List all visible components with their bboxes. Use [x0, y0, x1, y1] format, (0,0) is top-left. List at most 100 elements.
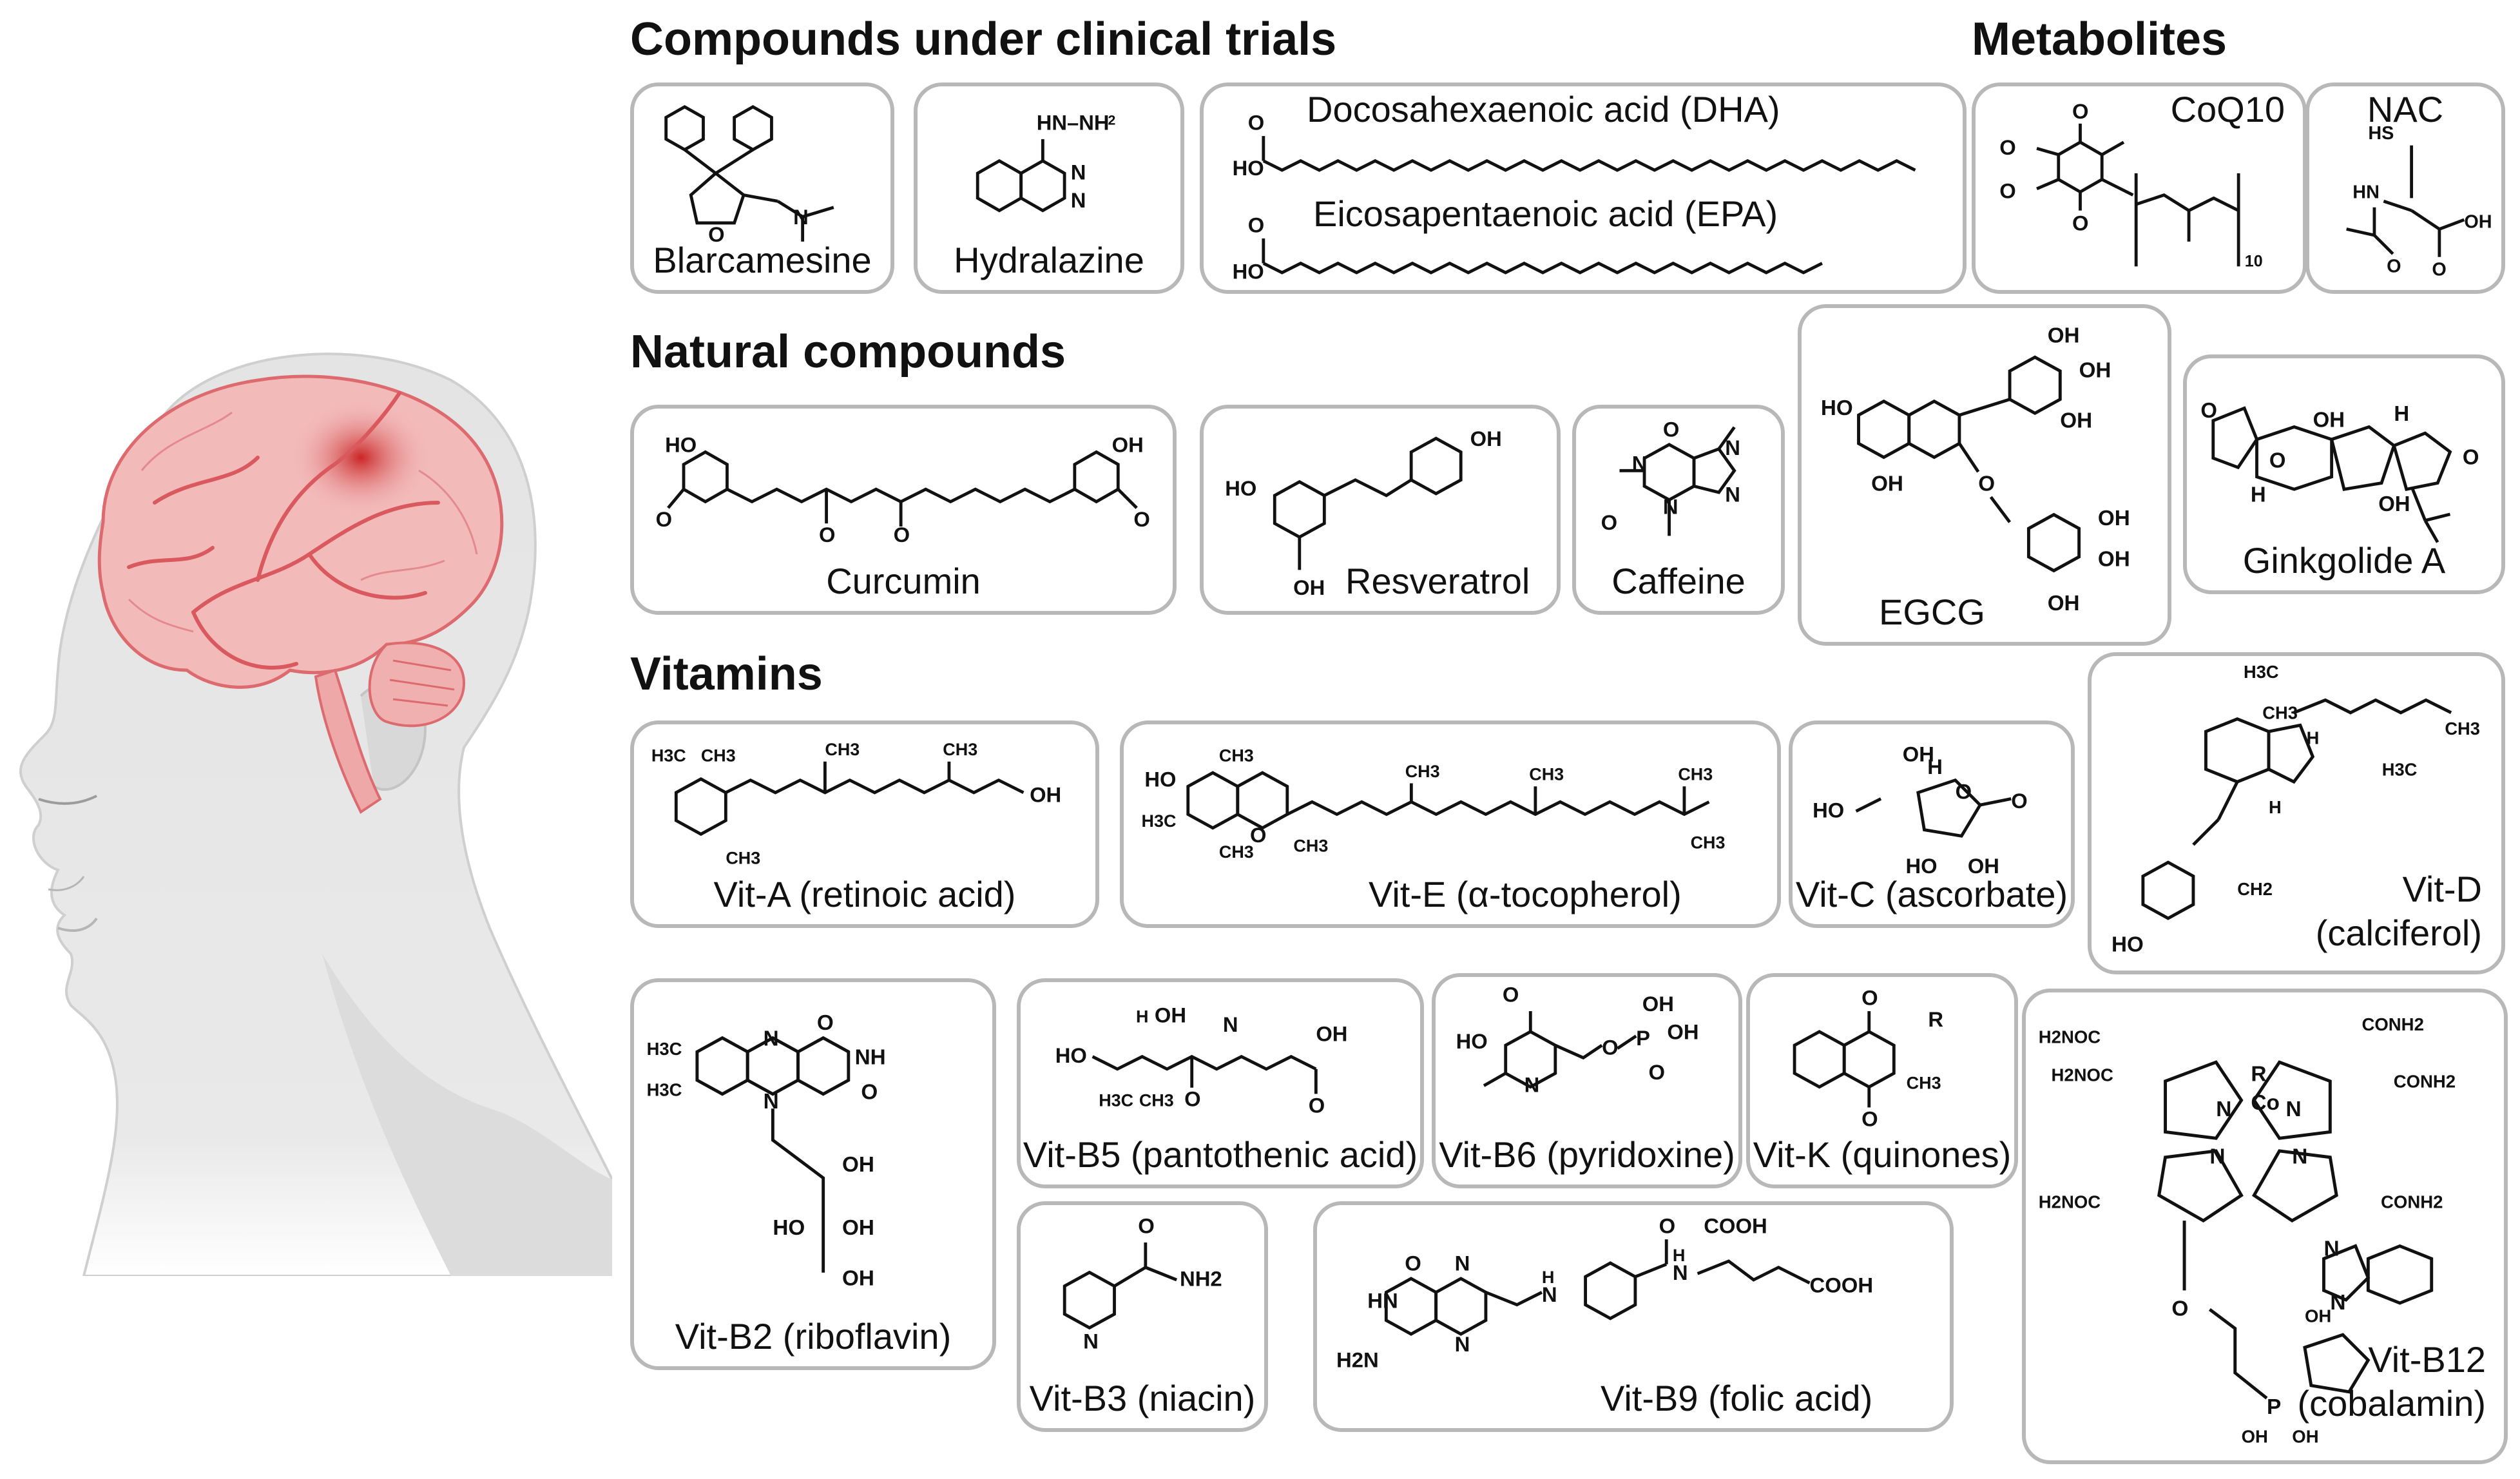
- svg-text:HO: HO: [1233, 156, 1264, 180]
- svg-text:N: N: [1071, 188, 1086, 212]
- svg-text:OH: OH: [2060, 409, 2092, 433]
- svg-text:OH: OH: [2098, 548, 2130, 572]
- compound-name: Vit-B3 (niacin): [1029, 1377, 1256, 1418]
- svg-text:O: O: [1999, 135, 2015, 159]
- svg-text:O: O: [1405, 1251, 1421, 1275]
- svg-text:H2NOC: H2NOC: [2039, 1192, 2101, 1212]
- svg-text:OH: OH: [1871, 472, 1903, 496]
- svg-text:OH: OH: [2098, 507, 2130, 530]
- svg-text:O: O: [1133, 507, 1149, 531]
- svg-text:H: H: [1673, 1246, 1686, 1265]
- svg-text:H2N: H2N: [1336, 1348, 1379, 1371]
- compound-name: Caffeine: [1611, 560, 1746, 601]
- svg-text:OH: OH: [1667, 1020, 1698, 1043]
- svg-text:OH: OH: [842, 1153, 874, 1177]
- svg-text:N: N: [1525, 1072, 1540, 1096]
- svg-text:OH: OH: [1642, 992, 1674, 1016]
- svg-text:H2NOC: H2NOC: [2051, 1065, 2113, 1085]
- svg-text:CH3: CH3: [1691, 833, 1726, 853]
- svg-text:N: N: [1071, 160, 1086, 184]
- svg-text:H: H: [1542, 1268, 1555, 1287]
- svg-text:HO: HO: [1225, 476, 1256, 500]
- svg-text:O: O: [1248, 213, 1264, 237]
- svg-text:H2NOC: H2NOC: [2039, 1027, 2101, 1047]
- svg-text:HO: HO: [773, 1216, 805, 1240]
- svg-text:P: P: [1636, 1026, 1650, 1050]
- svg-text:N: N: [764, 1090, 779, 1114]
- svg-text:OH: OH: [1470, 427, 1502, 450]
- svg-text:HO: HO: [1906, 854, 1938, 878]
- svg-text:P: P: [2267, 1395, 2281, 1419]
- compound-name: Vit-B9 (folic acid): [1601, 1377, 1873, 1418]
- svg-text:O: O: [2072, 99, 2088, 123]
- svg-text:HO: HO: [1456, 1029, 1488, 1053]
- svg-text:H3C: H3C: [2244, 662, 2279, 682]
- svg-text:HS: HS: [2368, 123, 2394, 144]
- svg-text:O: O: [1861, 1107, 1878, 1130]
- svg-text:HO: HO: [665, 432, 697, 456]
- svg-text:H: H: [2394, 401, 2409, 425]
- svg-text:H: H: [2251, 483, 2266, 507]
- svg-text:O: O: [1250, 823, 1266, 847]
- compound-card-nac: HS HN OH O O NAC: [2305, 82, 2505, 294]
- svg-text:O: O: [861, 1081, 878, 1105]
- resveratrol-structure: HO OH OH: [1225, 427, 1502, 599]
- svg-text:OH: OH: [1030, 782, 1061, 806]
- svg-text:CH2: CH2: [2237, 879, 2273, 899]
- svg-text:N: N: [1083, 1329, 1099, 1353]
- svg-text:O: O: [2011, 789, 2027, 813]
- svg-text:O: O: [1861, 985, 1878, 1009]
- compound-name: Vit-B2 (riboflavin): [675, 1315, 952, 1357]
- compound-name: EGCG: [1879, 591, 1985, 632]
- svg-text:CH3: CH3: [1139, 1091, 1174, 1110]
- svg-text:O: O: [1663, 417, 1679, 441]
- svg-text:HO: HO: [1821, 396, 1853, 420]
- svg-text:H3C: H3C: [647, 1039, 682, 1059]
- svg-text:OH: OH: [2242, 1426, 2268, 1446]
- compound-name: Vit-C (ascorbate): [1795, 873, 2068, 914]
- svg-text:O: O: [2200, 398, 2217, 422]
- svg-text:CH3: CH3: [2445, 719, 2480, 739]
- svg-text:R: R: [1928, 1007, 1943, 1031]
- svg-text:O: O: [2387, 256, 2401, 277]
- svg-text:O: O: [1956, 780, 1972, 804]
- svg-text:N: N: [2285, 1097, 2301, 1121]
- compound-name-epa: Eicosapentaenoic acid (EPA): [1313, 193, 1778, 234]
- svg-text:O: O: [2463, 445, 2479, 469]
- compound-name: Hydralazine: [954, 239, 1144, 280]
- svg-text:COOH: COOH: [1810, 1273, 1874, 1297]
- human-head-brain-illustration: [19, 353, 612, 1276]
- svg-text:N: N: [2209, 1145, 2225, 1169]
- svg-text:OH: OH: [1293, 575, 1325, 599]
- svg-text:OH: OH: [1112, 432, 1144, 456]
- svg-text:CONH2: CONH2: [2381, 1192, 2443, 1212]
- compound-name-dha: Docosahexaenoic acid (DHA): [1307, 89, 1780, 130]
- svg-text:COOH: COOH: [1704, 1213, 1767, 1237]
- svg-text:HO: HO: [1055, 1043, 1087, 1067]
- svg-text:O: O: [1503, 983, 1519, 1007]
- svg-text:HN–NH: HN–NH: [1037, 110, 1110, 134]
- svg-text:CH3: CH3: [1907, 1074, 1941, 1093]
- svg-text:H: H: [2269, 797, 2282, 817]
- compound-name: Vit-A (retinoic acid): [713, 873, 1016, 914]
- svg-text:H3C: H3C: [1099, 1091, 1133, 1110]
- svg-text:O: O: [1648, 1060, 1665, 1084]
- svg-text:O: O: [1138, 1213, 1155, 1237]
- svg-text:OH: OH: [842, 1266, 874, 1290]
- svg-text:OH: OH: [1316, 1022, 1347, 1046]
- compound-name: Curcumin: [826, 560, 981, 601]
